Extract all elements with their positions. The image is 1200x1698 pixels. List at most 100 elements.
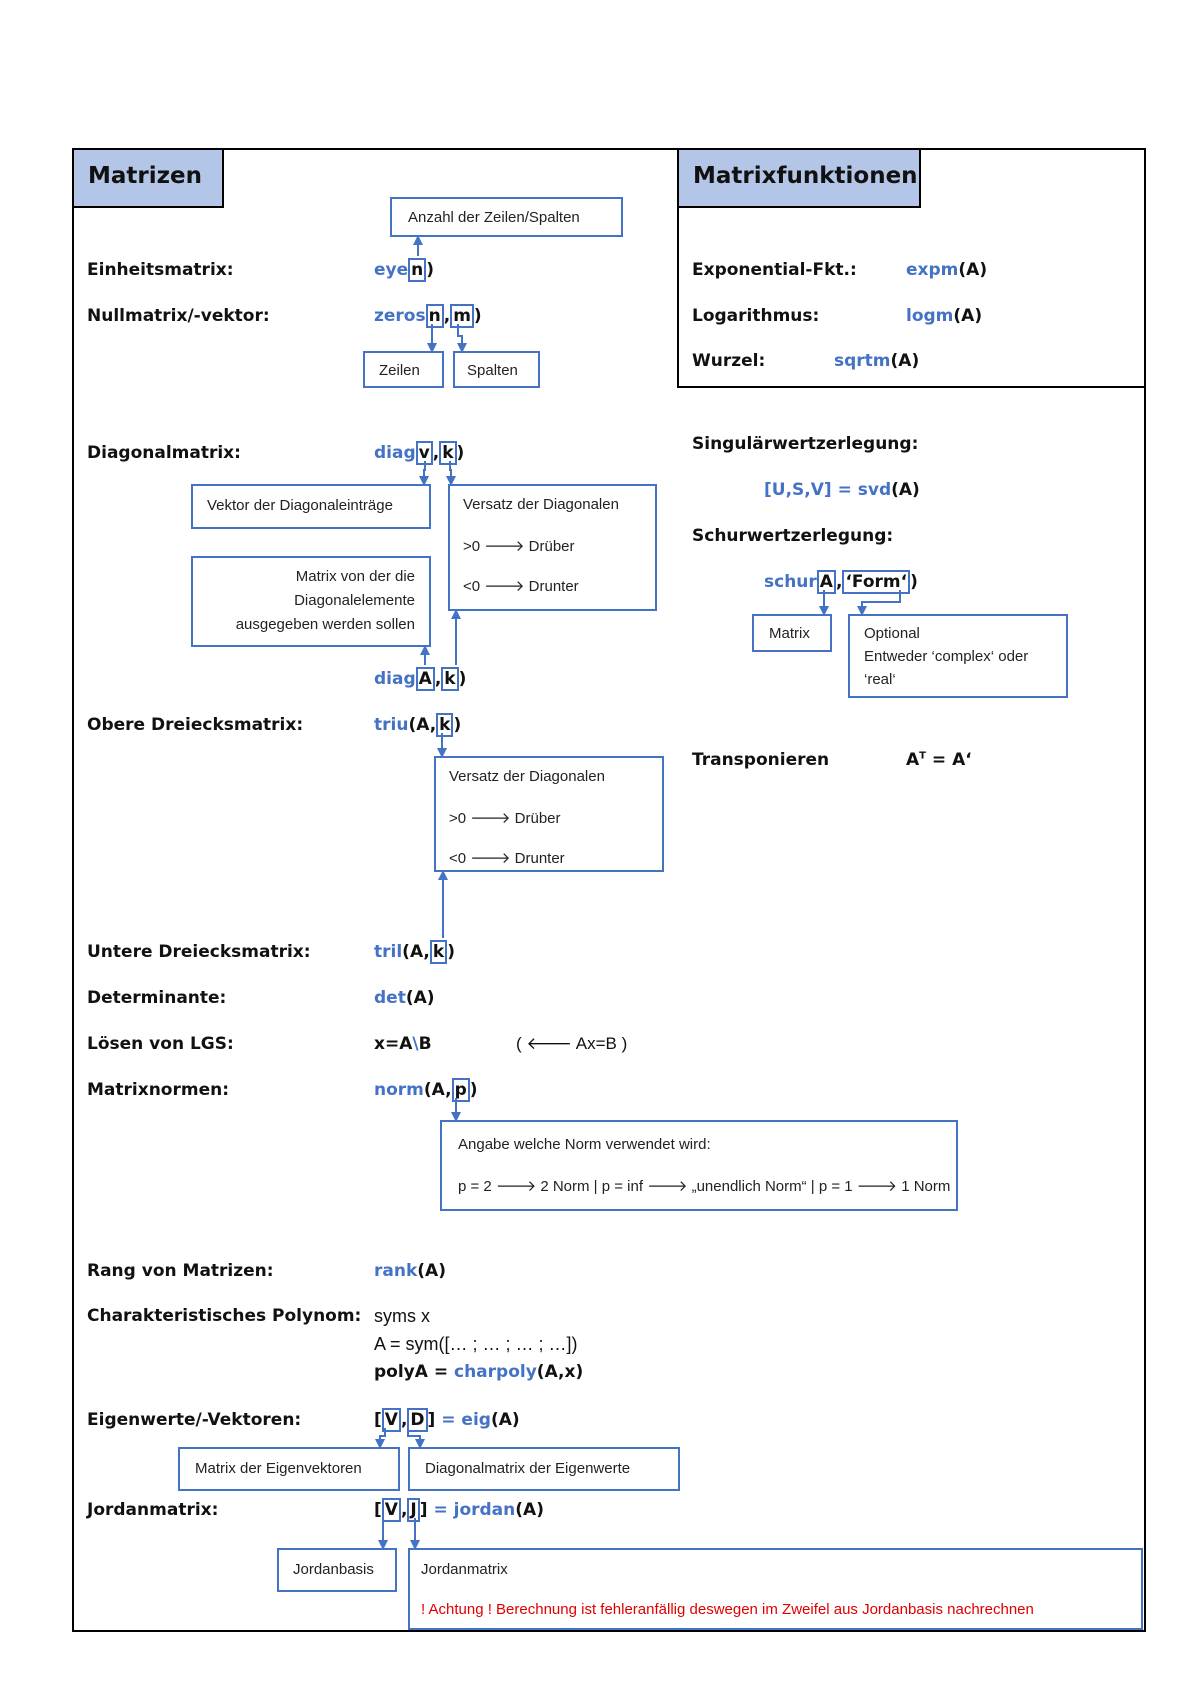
paren-close: ) <box>453 715 462 735</box>
arg-a: A <box>415 667 435 691</box>
fn-triu: triu <box>374 715 409 735</box>
box-line-2: <0 🡒 Drunter <box>463 578 579 595</box>
code-jordan: [V,J] = jordan(A) <box>374 1498 544 1522</box>
arrow-diag-k-to-versatz <box>446 461 456 486</box>
arrow-zeros-m-to-spalten <box>457 324 467 353</box>
lgs-pre: x=A <box>374 1034 413 1054</box>
args: (A) <box>890 351 920 371</box>
backslash-operator: \ <box>412 1034 419 1054</box>
matrixfunktionen-frame <box>677 148 1146 388</box>
code-rank: rank(A) <box>374 1261 446 1281</box>
args: (A) <box>958 260 988 280</box>
transpose-sup: T <box>919 750 926 762</box>
paren-close: ) <box>469 1080 478 1100</box>
args: (A) <box>490 1410 520 1430</box>
label-einheitsmatrix: Einheitsmatrix: <box>87 260 234 280</box>
arg-k: k <box>439 441 457 465</box>
sep: , <box>432 443 440 463</box>
box-matrix-von: Matrix von der die Diagonalelemente ausg… <box>191 556 431 647</box>
box-jordanbasis: Jordanbasis <box>277 1548 397 1592</box>
matrixfunktionen-heading: Matrixfunktionen <box>677 148 921 208</box>
label-svd: Singulärwertzerlegung: <box>692 434 919 454</box>
bracket-open: [ <box>374 1410 382 1430</box>
fn-schur: schur <box>764 572 817 592</box>
code-svd: [U,S,V] = svd(A) <box>764 480 920 500</box>
label-lgs: Lösen von LGS: <box>87 1034 234 1054</box>
label-determinante: Determinante: <box>87 988 227 1008</box>
arg-k: k <box>429 940 448 964</box>
code-det: det(A) <box>374 988 435 1008</box>
fn-eig: eig <box>461 1410 491 1430</box>
fn-jordan: jordan <box>453 1500 516 1520</box>
box-title: Versatz der Diagonalen <box>449 768 605 785</box>
code-triu: triu(A,k) <box>374 713 462 737</box>
transpose-rest: = A‘ <box>926 750 972 770</box>
fn-sqrtm: sqrtm <box>834 351 891 371</box>
args: (A) <box>953 306 983 326</box>
fn-tril: tril <box>374 942 403 962</box>
arg-a: A <box>816 570 836 594</box>
box-title: Versatz der Diagonalen <box>463 496 619 513</box>
args-open: (A, <box>408 715 437 735</box>
bracket-open: [ <box>374 1500 382 1520</box>
code-transpose: AT = A‘ <box>906 750 972 770</box>
arrow-eig-d-to-eigval <box>407 1428 425 1449</box>
fn-zeros: zeros <box>374 306 426 326</box>
box-line-1: >0 🡒 Drüber <box>463 538 575 555</box>
code-sym-matrix: A = sym([… ; … ; … ; …]) <box>374 1334 578 1354</box>
arg-n: n <box>408 258 427 282</box>
label-logarithmus: Logarithmus: <box>692 306 820 326</box>
arg-v: V <box>381 1498 401 1522</box>
lgs-note: ( 🡐 Ax=B ) <box>516 1034 628 1053</box>
box-text: Zeilen <box>379 362 420 379</box>
label-schur: Schurwertzerlegung: <box>692 526 894 546</box>
box-line-2: Diagonalelemente <box>294 592 415 609</box>
equals: = <box>435 1410 462 1430</box>
paren-close: ) <box>426 260 435 280</box>
fn-det: det <box>374 988 406 1008</box>
fn-norm: norm <box>374 1080 424 1100</box>
arg-form: ‘Form‘ <box>842 570 911 594</box>
box-line-2: <0 🡒 Drunter <box>449 850 565 867</box>
label-eigen: Eigenwerte/-Vektoren: <box>87 1410 302 1430</box>
code-tril: tril(A,k) <box>374 940 455 964</box>
box-anzahl: Anzahl der Zeilen/Spalten <box>390 197 623 237</box>
label-transponieren: Transponieren <box>692 750 830 770</box>
label-jordan: Jordanmatrix: <box>87 1500 219 1520</box>
box-text: Jordanbasis <box>293 1561 374 1578</box>
code-syms: syms x <box>374 1306 430 1326</box>
args: (A,x) <box>536 1362 584 1382</box>
box-line-3: ‘real‘ <box>864 671 896 688</box>
label-exponential: Exponential-Fkt.: <box>692 260 857 280</box>
box-vektor-diag: Vektor der Diagonaleinträge <box>191 484 431 529</box>
sep: , <box>443 306 451 326</box>
box-text: Vektor der Diagonaleinträge <box>207 497 393 514</box>
code-expm: expm(A) <box>906 260 987 280</box>
fn-expm: expm <box>906 260 959 280</box>
paren-close: ) <box>473 306 482 326</box>
arg-v: v <box>415 441 433 465</box>
paren-close: ) <box>447 942 455 962</box>
args: (A) <box>405 988 435 1008</box>
args-open: (A, <box>402 942 430 962</box>
box-zeilen: Zeilen <box>363 351 444 388</box>
fn-diag: diag <box>374 669 416 689</box>
equals: = <box>427 1500 454 1520</box>
box-text: Spalten <box>467 362 518 379</box>
box-text: Matrix <box>769 625 810 642</box>
arg-m: m <box>450 304 474 328</box>
box-versatz-1: Versatz der Diagonalen >0 🡒 Drüber <0 🡒 … <box>448 484 657 611</box>
box-schur-optional: Optional Entweder ‘complex‘ oder ‘real‘ <box>848 614 1068 698</box>
arg-d: D <box>407 1408 428 1432</box>
box-line-2: Entweder ‘complex‘ oder <box>864 648 1029 665</box>
code-sqrtm: sqrtm(A) <box>834 351 919 371</box>
box-title: Angabe welche Norm verwendet wird: <box>458 1136 711 1153</box>
label-matrixnormen: Matrixnormen: <box>87 1080 230 1100</box>
box-norm: Angabe welche Norm verwendet wird: p = 2… <box>440 1120 958 1211</box>
code-charpoly: polyA = charpoly(A,x) <box>374 1362 583 1382</box>
sep: , <box>400 1410 408 1430</box>
